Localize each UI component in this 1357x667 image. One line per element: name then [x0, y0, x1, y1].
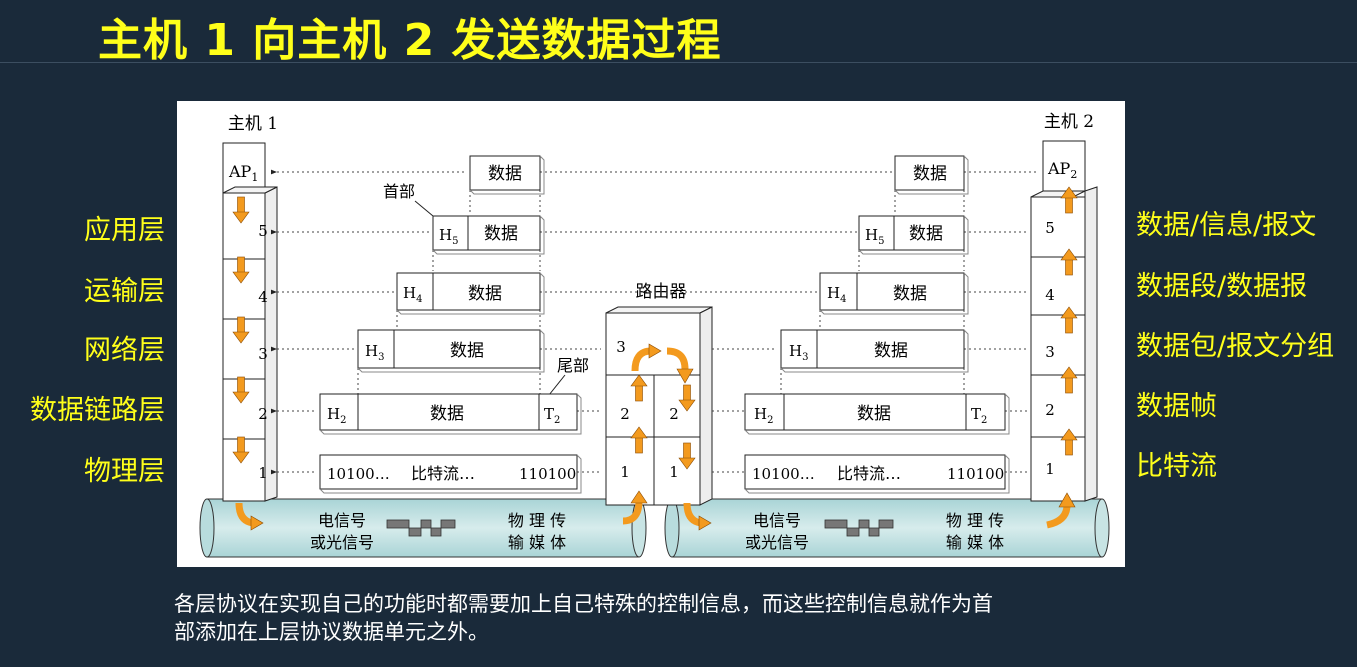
svg-text:数据: 数据 [450, 341, 484, 361]
page-title: 主机 1 向主机 2 发送数据过程 [98, 15, 722, 66]
pdu-datalink-right: H3 数据 [780, 329, 969, 373]
host1-label: 主机 1 [228, 114, 278, 134]
host2-layer-2: 2 [1045, 401, 1055, 419]
svg-text:数据: 数据 [430, 404, 464, 424]
signal-label-left-2: 或光信号 [310, 533, 374, 552]
medium-label-right-1: 物 理 传 [946, 511, 1004, 530]
signal-label-right-1: 电信号 [753, 511, 801, 530]
layer-label-datalink: 数据链路层 [30, 395, 165, 426]
svg-text:H3: H3 [365, 342, 384, 363]
medium-label-left-2: 输 媒 体 [508, 533, 566, 552]
pdu-frame-right: H2 数据 T2 [744, 393, 1010, 435]
svg-text:数据: 数据 [874, 341, 908, 361]
pdu-network-left: H4 数据 [396, 272, 545, 315]
pdu-app-left: 数据 [469, 155, 545, 195]
svg-text:H5: H5 [439, 226, 458, 247]
host2-layer-5: 5 [1045, 219, 1055, 237]
pdu-bits-left: 10100… 比特流… 110100 [319, 454, 582, 494]
layer-label-network: 网络层 [84, 335, 165, 366]
caption: 各层协议在实现自己的功能时都需要加上自己特殊的控制信息，而这些控制信息就作为首 … [174, 590, 1114, 646]
host1-layer-1: 1 [258, 464, 268, 482]
svg-text:数据: 数据 [909, 224, 943, 244]
layer-label-application: 应用层 [84, 215, 165, 246]
svg-text:比特流…: 比特流… [837, 464, 901, 483]
pdu-label-packet: 数据包/报文分组 [1136, 331, 1335, 362]
host1-layer-3: 3 [258, 345, 268, 363]
svg-text:比特流…: 比特流… [411, 464, 475, 483]
signal-label-left-1: 电信号 [318, 511, 366, 530]
svg-text:数据: 数据 [468, 284, 502, 304]
host2-stack [1030, 140, 1098, 502]
pdu-label-frame: 数据帧 [1136, 391, 1217, 422]
trailer-callout: 尾部 [557, 356, 589, 375]
svg-text:H2: H2 [754, 405, 773, 426]
signal-waveform-left [386, 519, 456, 537]
layer-label-physical: 物理层 [84, 456, 165, 487]
host1-layer-4: 4 [258, 288, 268, 306]
host2-layer-1: 1 [1045, 460, 1055, 478]
pdu-datalink-left: H3 数据 [357, 329, 545, 373]
trailer-callout-line [548, 374, 566, 396]
router-layer-2-in: 2 [620, 405, 630, 423]
signal-label-right-2: 或光信号 [745, 533, 809, 552]
layer-guide-lines [271, 169, 1037, 475]
svg-text:H2: H2 [327, 405, 346, 426]
caption-line-1: 各层协议在实现自己的功能时都需要加上自己特殊的控制信息，而这些控制信息就作为首 [174, 592, 993, 616]
router-layer-3: 3 [616, 338, 626, 356]
signal-waveform-right [824, 519, 894, 537]
pdu-label-segment: 数据段/数据报 [1136, 271, 1308, 302]
router-layer-1-in: 1 [620, 463, 630, 481]
svg-text:110100: 110100 [947, 465, 1004, 483]
layer-label-transport: 运输层 [84, 276, 165, 307]
host2-layer-3: 3 [1045, 343, 1055, 361]
title-divider [0, 62, 1357, 63]
svg-text:数据: 数据 [893, 284, 927, 304]
host1-layer-5: 5 [258, 222, 268, 240]
host2-layer-4: 4 [1045, 286, 1055, 304]
medium-label-left-1: 物 理 传 [508, 511, 566, 530]
host2-label: 主机 2 [1044, 112, 1094, 132]
pdu-frame-left: H2 数据 T2 [319, 393, 582, 435]
pdu-bits-right: 10100… 比特流… 110100 [744, 454, 1010, 494]
router-layer-2-out: 2 [669, 405, 679, 423]
header-callout: 首部 [383, 182, 415, 201]
pdu-app-right: 数据 [894, 155, 969, 195]
svg-text:10100…: 10100… [327, 465, 390, 483]
host1-ap: AP1 [228, 162, 258, 184]
host1-stack [222, 142, 278, 502]
svg-text:T2: T2 [971, 405, 987, 426]
pdu-transport-left: H5 数据 [432, 215, 545, 255]
router-layer-1-out: 1 [669, 463, 679, 481]
pdu-label-message: 数据/信息/报文 [1136, 210, 1317, 241]
router-arrows [622, 343, 712, 531]
svg-text:H4: H4 [403, 284, 422, 305]
host1-layer-2: 2 [258, 405, 268, 423]
svg-text:数据: 数据 [913, 164, 947, 184]
svg-text:H5: H5 [865, 226, 884, 247]
svg-text:数据: 数据 [484, 224, 518, 244]
caption-line-2: 部添加在上层协议数据单元之外。 [174, 620, 489, 644]
pdu-network-right: H4 数据 [819, 272, 969, 315]
svg-text:H3: H3 [789, 342, 808, 363]
pdu-transport-right: H5 数据 [858, 215, 969, 255]
svg-text:T2: T2 [544, 405, 560, 426]
svg-text:H4: H4 [827, 284, 846, 305]
medium-label-right-2: 输 媒 体 [946, 533, 1004, 552]
pdu-label-bitstream: 比特流 [1136, 451, 1217, 482]
host2-ap: AP2 [1047, 159, 1077, 181]
svg-text:10100…: 10100… [752, 465, 815, 483]
svg-text:110100: 110100 [519, 465, 576, 483]
svg-text:数据: 数据 [857, 404, 891, 424]
svg-text:数据: 数据 [488, 164, 522, 184]
protocol-stack-diagram: 电信号 或光信号 物 理 传 输 媒 体 电信号 或光信号 物 理 传 输 媒 … [177, 101, 1125, 567]
medium-to-host2-arrow [1046, 504, 1071, 529]
